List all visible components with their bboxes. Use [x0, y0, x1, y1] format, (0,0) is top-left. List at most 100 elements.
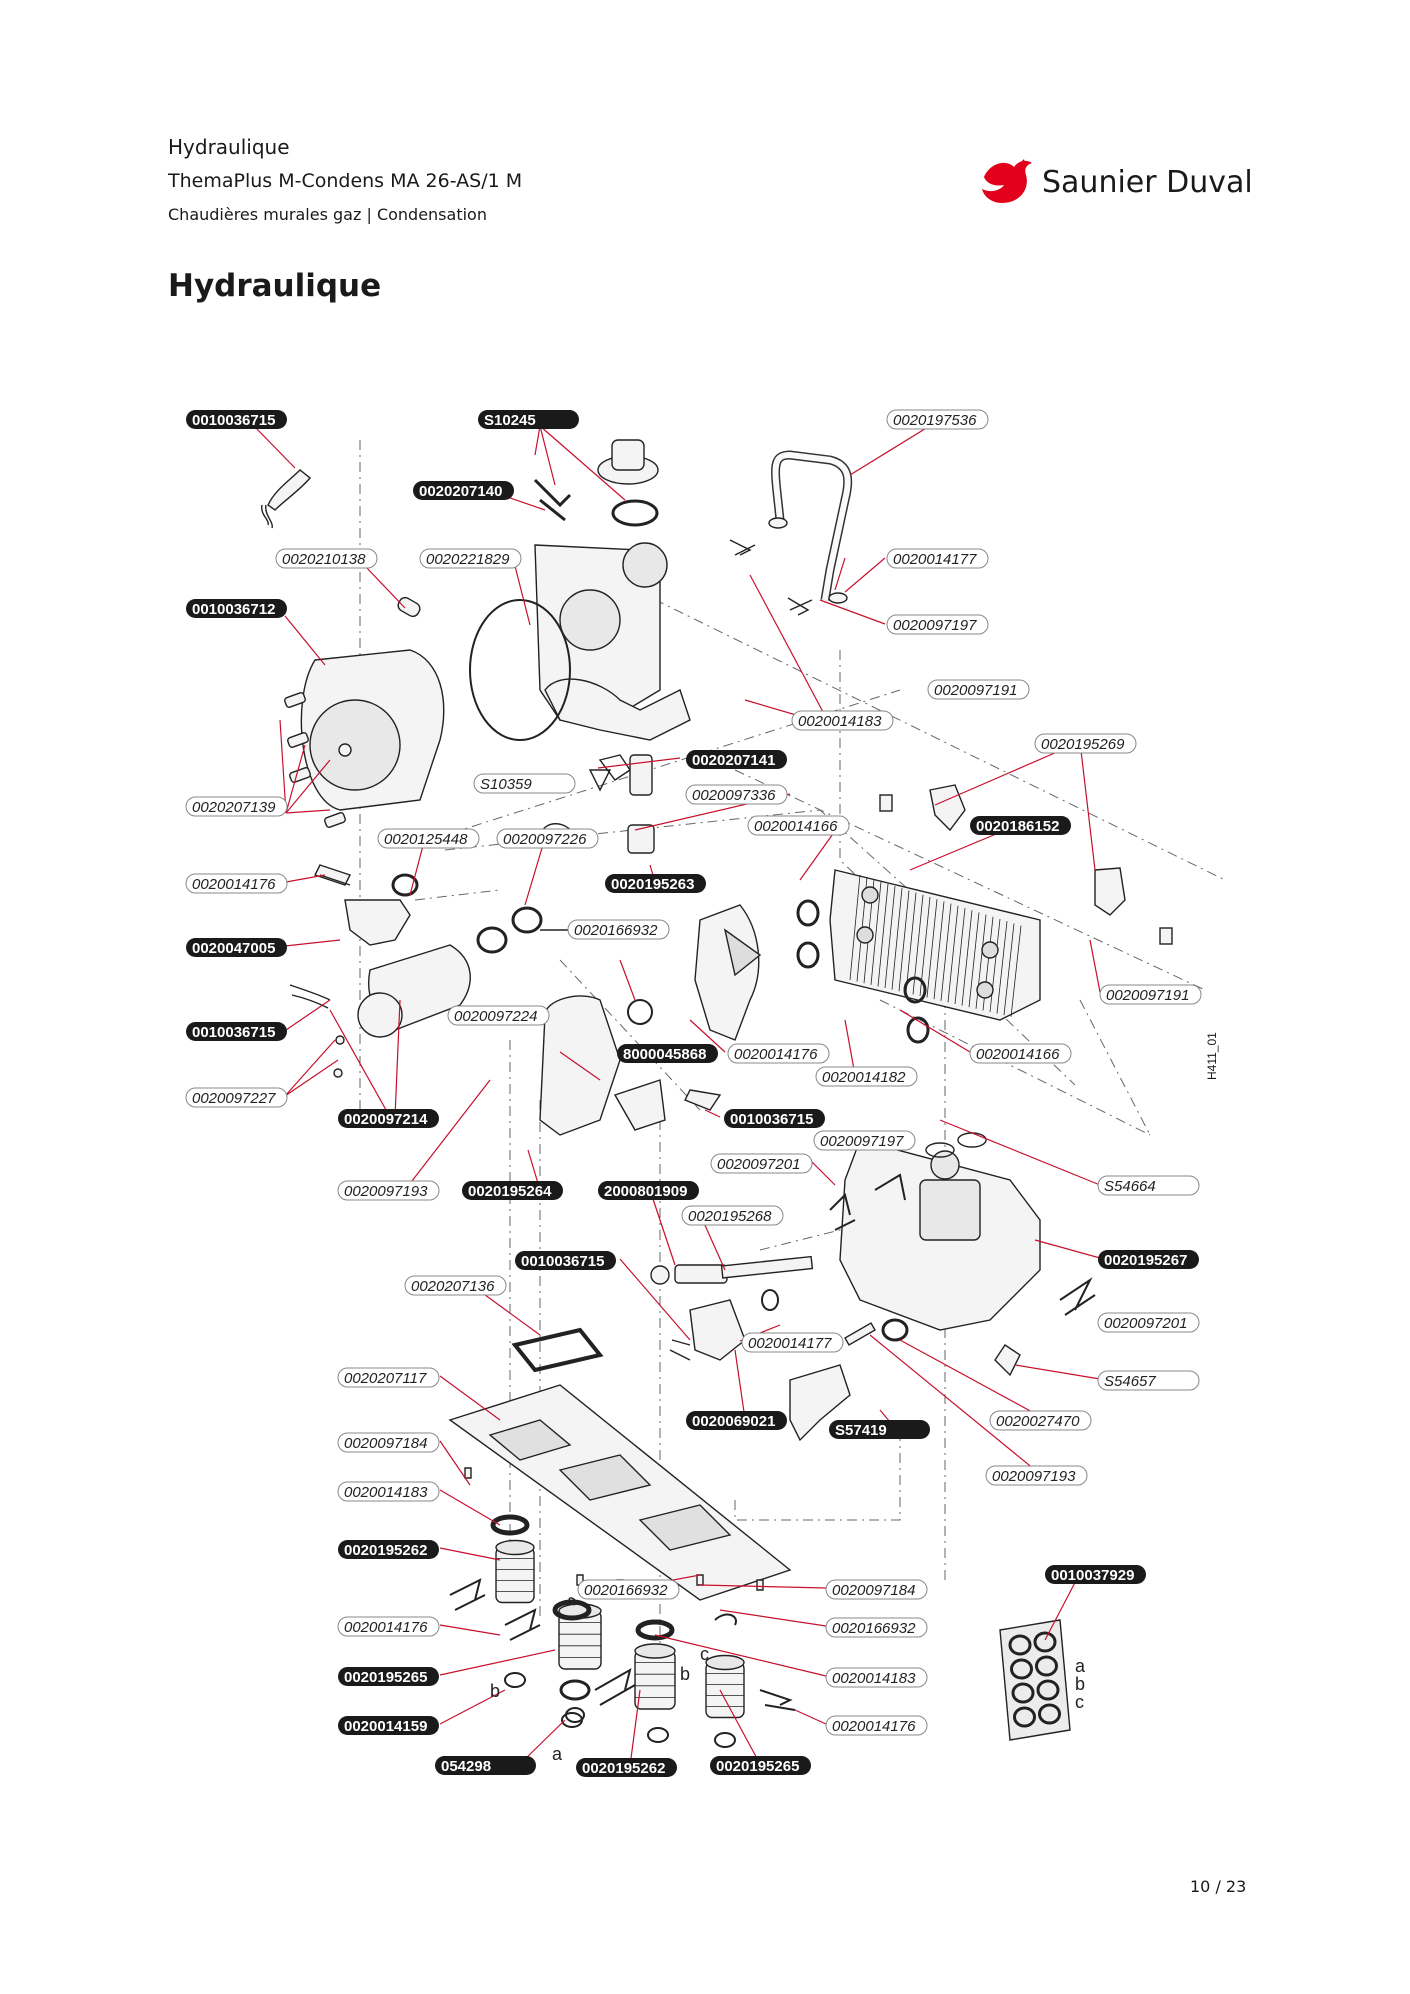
part-number: 0020207136: [411, 1278, 495, 1295]
part-label: 2000801909: [598, 1181, 699, 1200]
pressure-valve-part: [344, 899, 411, 946]
leader-line: [619, 1258, 691, 1341]
part-number: 0020014176: [734, 1046, 818, 1063]
part-number: 0010036715: [730, 1111, 813, 1128]
part-label: 0010037929: [1045, 1565, 1146, 1584]
part-number: 0020014177: [748, 1335, 832, 1352]
leader-line: [284, 1039, 336, 1097]
leader-line: [749, 574, 831, 726]
part-number-labels: 0010036715 S10245 0020197536 0020207140 0020…: [185, 409, 1202, 1777]
parts-drawing: [261, 439, 1173, 1748]
part-number: 0020207140: [419, 483, 502, 500]
leader-line: [899, 1009, 971, 1053]
part-label: 0020195265: [710, 1756, 811, 1775]
guide-line: [614, 579, 1226, 881]
part-label: 0020097227: [185, 1087, 288, 1108]
part-number: 0020069021: [692, 1413, 775, 1430]
part-label: 0020097226: [496, 828, 599, 849]
part-number: 2000801909: [604, 1183, 687, 1200]
part-label: 0010036715: [186, 410, 287, 429]
leader-line: [285, 874, 326, 883]
part-number: 0020014166: [976, 1046, 1060, 1063]
part-label: 0020207117: [337, 1367, 440, 1388]
part-number: 0020097227: [192, 1090, 276, 1107]
part-number: S57419: [835, 1422, 887, 1439]
part-label: 0020097197: [813, 1130, 916, 1151]
leader-line: [1014, 1364, 1101, 1380]
part-number: 0020195262: [344, 1542, 427, 1559]
part-label: 0020027470: [989, 1410, 1092, 1431]
part-number: 0020097193: [992, 1468, 1076, 1485]
part-label: 0020207136: [404, 1275, 507, 1296]
part-number: 0020014159: [344, 1718, 427, 1735]
part-label: 0020097184: [337, 1432, 440, 1453]
part-number: 0010036715: [192, 412, 275, 429]
sensor-part: [267, 469, 311, 511]
leader-line: [899, 1339, 1046, 1420]
leader-line: [629, 1689, 641, 1767]
part-label: 0020097191: [927, 679, 1030, 700]
leader-line: [539, 425, 556, 486]
part-number: 0020186152: [976, 818, 1059, 835]
leader-line: [284, 939, 341, 947]
part-number: 0020097197: [893, 617, 977, 634]
leader-line: [704, 1109, 721, 1118]
part-label: 0020195268: [681, 1205, 784, 1226]
brand-name: Saunier Duval: [1042, 165, 1253, 200]
part-label: 0020097214: [338, 1109, 439, 1128]
part-number: 0020195267: [1104, 1252, 1187, 1269]
leader-line: [619, 959, 636, 1001]
part-label: S54664: [1097, 1175, 1200, 1196]
leader-line: [439, 1689, 506, 1725]
leader-line: [394, 999, 401, 1118]
leader-line: [534, 425, 541, 456]
part-number: 054298: [441, 1758, 491, 1775]
leader-line: [849, 426, 929, 476]
part-label: 0020207140: [413, 481, 514, 500]
flow-sensor-part: [674, 1264, 728, 1284]
leader-line: [654, 1634, 827, 1677]
part-label: 0020195264: [462, 1181, 563, 1200]
part-number: 0020014183: [832, 1670, 916, 1687]
part-label: 0010036715: [724, 1109, 825, 1128]
part-number: 0020166932: [832, 1620, 916, 1637]
variant-letter: b: [490, 1681, 500, 1701]
part-number: 0020097191: [1106, 987, 1189, 1004]
part-label: 0020014177: [886, 548, 989, 569]
leader-line: [284, 615, 326, 666]
part-label: 0020195267: [1098, 1250, 1199, 1269]
leader-line: [597, 757, 681, 769]
part-label: 0020047005: [186, 938, 287, 957]
part-number: S10359: [480, 776, 532, 793]
leader-line: [439, 1649, 556, 1676]
part-label: 0020097201: [1097, 1312, 1200, 1333]
part-number: 0020097201: [717, 1156, 800, 1173]
part-number: 0020097191: [934, 682, 1017, 699]
leader-line: [939, 1119, 1101, 1186]
part-number: 0020097224: [454, 1008, 537, 1025]
part-number: 0020097336: [692, 787, 776, 804]
part-number: 0020195264: [468, 1183, 552, 1200]
part-label: 0020097197: [886, 614, 989, 635]
part-label: 0020097193: [985, 1465, 1088, 1486]
part-number: S10245: [484, 412, 536, 429]
part-number: 0020221829: [426, 551, 510, 568]
part-label: 0020014176: [825, 1715, 928, 1736]
guide-line: [414, 889, 501, 901]
part-number: 0020197536: [893, 412, 977, 429]
part-label: 0020014159: [338, 1716, 439, 1735]
part-number: 0010036715: [521, 1253, 604, 1270]
part-number: 0020097184: [344, 1435, 427, 1452]
leader-line: [514, 565, 531, 626]
leader-line: [734, 1349, 746, 1420]
leader-line: [285, 744, 306, 814]
part-number: 0020097226: [503, 831, 587, 848]
part-number: 0020027470: [996, 1413, 1080, 1430]
part-label: 0020014176: [337, 1616, 440, 1637]
part-number: 0020047005: [192, 940, 275, 957]
part-number: 0020014183: [344, 1484, 428, 1501]
leader-line: [794, 1709, 827, 1725]
part-label: 0020186152: [970, 816, 1071, 835]
guide-line: [734, 1420, 901, 1521]
